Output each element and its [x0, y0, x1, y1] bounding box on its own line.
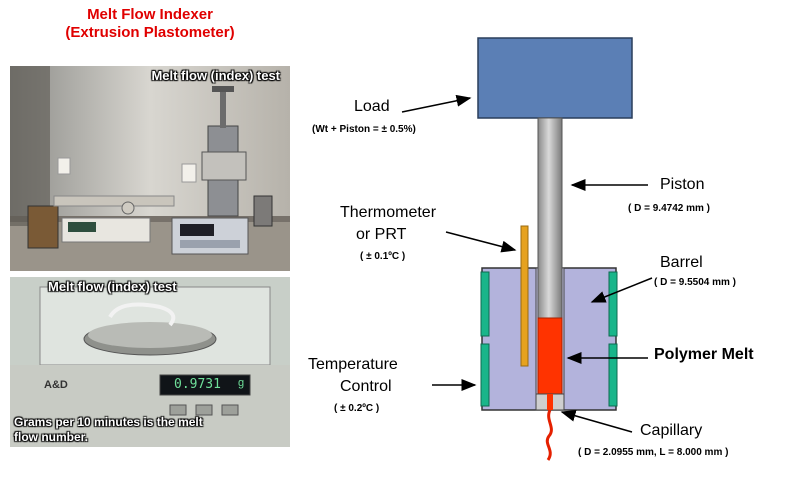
- photo2-caption: Melt flow (index) test: [48, 279, 177, 294]
- label-temperature-sub: ( ± 0.2ºC ): [334, 403, 380, 414]
- arrow-thermometer: [445, 231, 517, 253]
- photo2-footer-line-2: flow number.: [14, 430, 89, 444]
- arrow-load: [401, 94, 472, 113]
- title-line-1: Melt Flow Indexer: [87, 6, 213, 23]
- label-capillary: Capillary: [640, 422, 703, 439]
- title-line-2: (Extrusion Plastometer): [65, 24, 235, 41]
- heater-left-upper: [480, 271, 490, 337]
- label-barrel-sub: ( D = 9.5504 mm ): [654, 277, 736, 288]
- thermometer: [520, 225, 529, 367]
- label-barrel: Barrel: [660, 254, 703, 271]
- label-thermometer-2: or PRT: [356, 226, 407, 243]
- photo-melt-flow-apparatus: Melt flow (index) test: [10, 66, 290, 271]
- label-temperature-2: Control: [340, 378, 392, 395]
- label-thermometer-sub: ( ± 0.1ºC ): [360, 251, 406, 262]
- polymer-melt: [537, 317, 563, 395]
- arrow-capillary: [560, 409, 633, 433]
- load-block: [477, 37, 633, 119]
- label-thermometer-1: Thermometer: [340, 204, 437, 221]
- heater-left-lower: [480, 343, 490, 407]
- photo2-footer-line-1: Grams per 10 minutes is the melt: [14, 415, 203, 429]
- heater-right-upper: [608, 271, 618, 337]
- label-polymer-melt: Polymer Melt: [654, 346, 754, 363]
- balance-unit: g: [238, 377, 245, 389]
- photo-analytical-balance: Melt flow (index) test A&D 0.9731 g Gram…: [10, 277, 290, 447]
- heater-right-lower: [608, 343, 618, 407]
- extrudate: [545, 409, 553, 461]
- label-capillary-sub: ( D = 2.0955 mm, L = 8.000 mm ): [578, 447, 729, 458]
- label-load: Load: [354, 98, 390, 115]
- balance-brand: A&D: [44, 379, 68, 391]
- piston-rod: [537, 117, 563, 319]
- label-load-sub: (Wt + Piston = ± 0.5%): [312, 124, 416, 135]
- capillary-bore: [547, 394, 553, 410]
- photo1-caption: Melt flow (index) test: [151, 68, 280, 83]
- label-piston: Piston: [660, 176, 705, 193]
- label-piston-sub: ( D = 9.4742 mm ): [628, 203, 710, 214]
- balance-display: 0.9731: [174, 377, 221, 392]
- arrow-barrel: [590, 277, 653, 303]
- label-temperature-1: Temperature: [308, 356, 398, 373]
